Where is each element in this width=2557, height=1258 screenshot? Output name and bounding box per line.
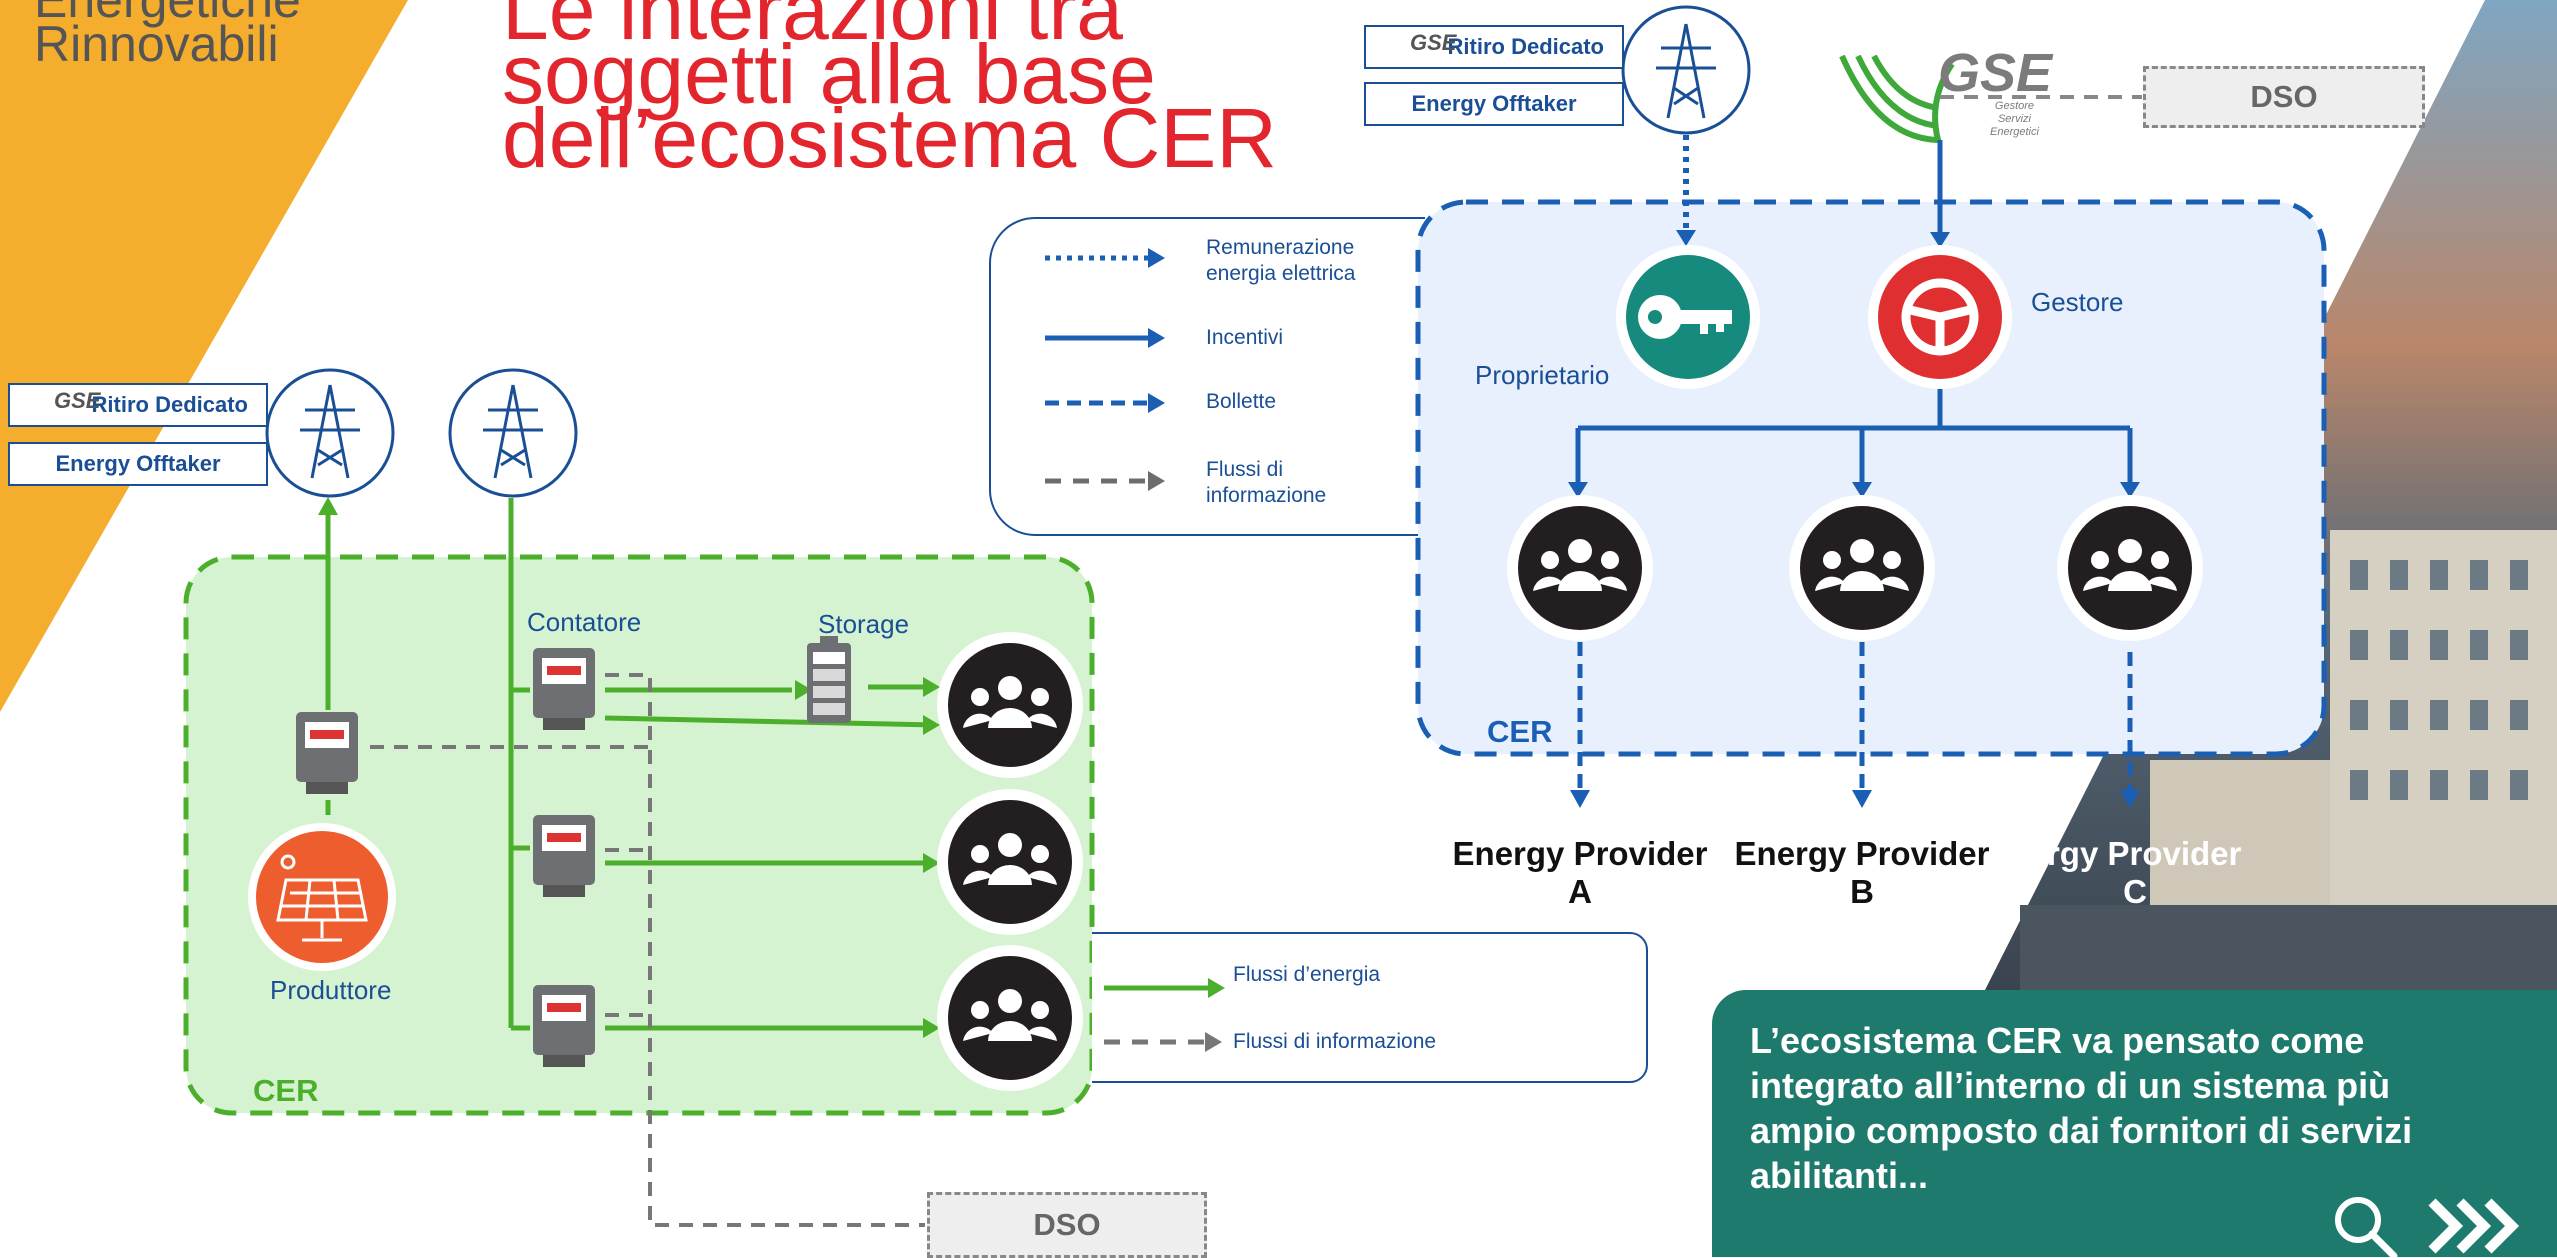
flow-remunerazione-arrow [1676, 230, 1696, 246]
legend-incentivi-text: Incentivi [1206, 326, 1284, 349]
tag-ritiro-label: Ritiro Dedicato [91, 392, 248, 417]
meter-icon [533, 815, 595, 897]
label-storage: Storage [818, 609, 910, 639]
community-icon [937, 632, 1083, 778]
legend-box-left [1092, 932, 1648, 1083]
dso-box-left: DSO [927, 1192, 1207, 1258]
pylon-icon [300, 384, 360, 479]
callout-icons [2335, 1197, 2520, 1257]
legend-energy-arrow [1208, 978, 1225, 998]
meter-icon [296, 712, 358, 794]
tag-energy-offtaker: Energy Offtaker [8, 442, 268, 486]
sidebar-title: Energetiche Rinnovabili [34, 0, 301, 72]
legend-remunerazione-text: Remunerazione energia elettrica [1206, 236, 1356, 285]
incentivi-distribution [1575, 389, 2133, 484]
incentivi-arrowheads [1568, 482, 2140, 498]
battery-icon [807, 636, 851, 723]
gse-logo-subtitle: Gestore Servizi Energetici [1990, 100, 2039, 138]
energy-arrowheads [318, 497, 940, 1038]
legend-informazione-text: Flussi di informazione [1206, 458, 1327, 507]
gse-logo-wordmark: GSE [1938, 43, 2053, 103]
flow-incentivi-arrow [1930, 232, 1950, 248]
meter-icon [533, 985, 595, 1067]
legend-remunerazione-arrow [1148, 248, 1165, 268]
community-icon [937, 789, 1083, 935]
community-icon [1789, 495, 1935, 641]
label-contatore: Contatore [527, 607, 642, 637]
energy-provider-b: Energy Provider B [1734, 835, 1990, 910]
bollette-arrowheads [1570, 790, 2140, 808]
tag-ritiro-dedicato-right: GSE Ritiro Dedicato [1364, 25, 1624, 69]
label-cer-left: CER [253, 1073, 319, 1108]
callout-panel: L’ecosistema CER va pensato come integra… [1712, 990, 2557, 1257]
pylon-circle-right [1621, 5, 1751, 135]
tag-ritiro-label: Ritiro Dedicato [1447, 34, 1604, 59]
community-icon [2057, 495, 2203, 641]
info-flows [370, 673, 925, 1227]
people-glyphs [963, 676, 1057, 1041]
meter-icon [533, 648, 595, 730]
pylon-circle-offtaker [265, 368, 395, 498]
label-proprietario: Proprietario [1475, 360, 1610, 390]
community-icon [1507, 495, 1653, 641]
gse-logo-text: GSE [54, 388, 101, 413]
label-gestore: Gestore [2031, 287, 2124, 317]
search-icon[interactable] [2335, 1197, 2398, 1257]
callout-text: L’ecosistema CER va pensato come integra… [1750, 1020, 2413, 1196]
label-produttore: Produttore [270, 975, 392, 1005]
energy-flows [325, 498, 936, 1031]
legend-incentivi-arrow [1148, 328, 1165, 348]
legend-informazione-arrow [1148, 471, 1165, 491]
community-icon [937, 945, 1083, 1091]
bollette-flows [1577, 642, 2133, 792]
energy-provider-c: ergy Provider C [2028, 835, 2242, 910]
label-cer-right: CER [1487, 714, 1553, 749]
solar-panel-glyph [276, 854, 368, 942]
city-street [2020, 905, 2557, 990]
pylon-icon [1656, 23, 1716, 119]
legend-info-arrow [1205, 1032, 1222, 1052]
pylon-circle-grid [448, 368, 578, 498]
gse-logo-right [1839, 54, 1955, 144]
cer-area-right [1415, 199, 2327, 757]
orange-band [0, 0, 408, 712]
steering-wheel-glyph [1901, 278, 1979, 356]
legend-energy-text: Flussi d’energia [1233, 963, 1381, 986]
main-title: Le interazioni tra soggetti alla base de… [502, 0, 1277, 185]
tag-energy-offtaker-right: Energy Offtaker [1364, 82, 1624, 126]
legend-bollette-arrow [1148, 393, 1165, 413]
legend-bollette-text: Bollette [1206, 390, 1277, 413]
city-windows [2350, 560, 2528, 800]
energy-provider-a: Energy Provider A [1452, 835, 1708, 910]
legend-info-text: Flussi di informazione [1233, 1030, 1437, 1053]
gse-logo-text: GSE [1410, 30, 1457, 55]
legend-box-right [989, 217, 1425, 536]
chevrons-right-icon[interactable] [2428, 1198, 2520, 1254]
cer-area-left [183, 554, 1095, 1116]
pylon-icon [483, 384, 543, 479]
solar-panel-icon [256, 831, 388, 963]
dso-box-right: DSO [2143, 66, 2425, 128]
people-glyphs-right [1533, 539, 2177, 591]
tag-ritiro-dedicato: GSE Ritiro Dedicato [8, 383, 268, 427]
